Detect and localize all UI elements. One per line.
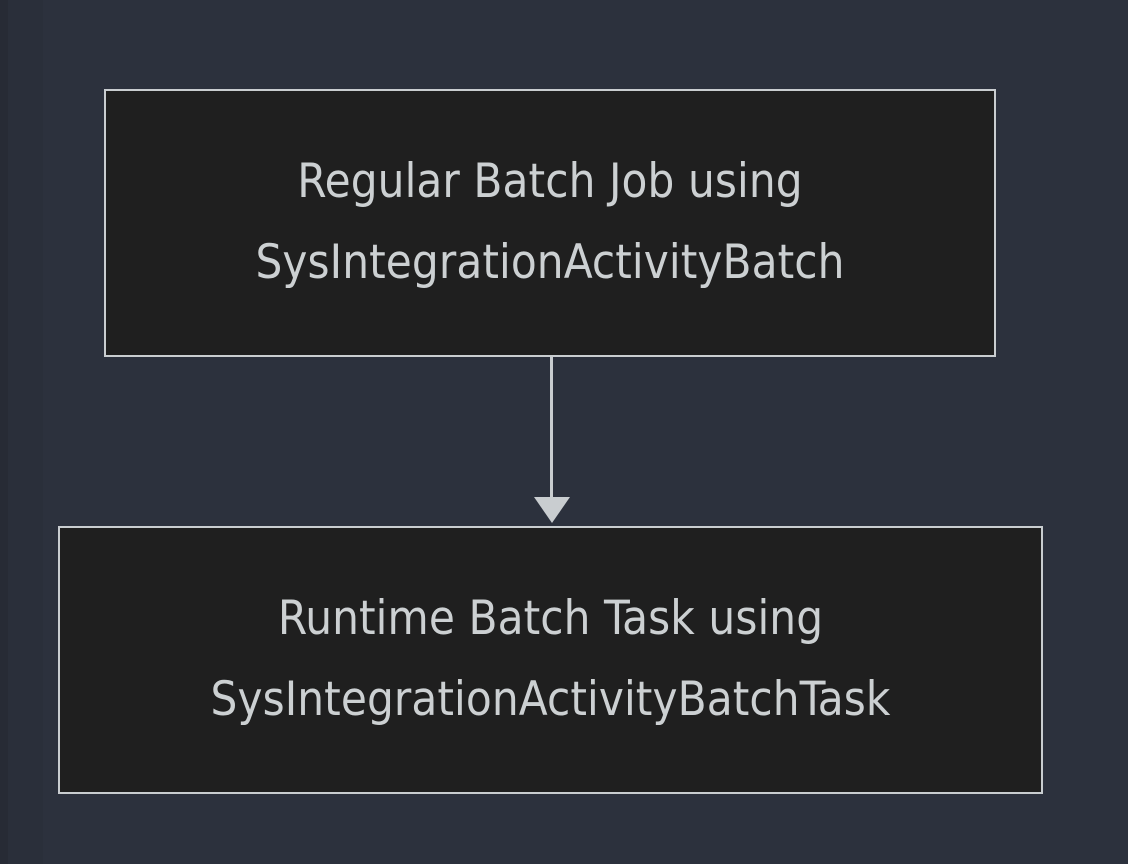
node-runtime-batch-task-line-1: Runtime Batch Task using xyxy=(277,591,824,647)
edge-arrowhead-icon xyxy=(534,497,570,523)
left-gutter-band xyxy=(8,0,43,864)
node-regular-batch-job-line-1: Regular Batch Job using xyxy=(297,154,803,210)
node-runtime-batch-task[interactable]: Runtime Batch Task using SysIntegrationA… xyxy=(58,526,1043,794)
node-regular-batch-job[interactable]: Regular Batch Job using SysIntegrationAc… xyxy=(104,89,996,357)
node-regular-batch-job-line-2: SysIntegrationActivityBatch xyxy=(255,235,845,290)
left-gutter-dark-strip xyxy=(0,0,8,864)
node-runtime-batch-task-line-2: SysIntegrationActivityBatchTask xyxy=(210,672,891,727)
